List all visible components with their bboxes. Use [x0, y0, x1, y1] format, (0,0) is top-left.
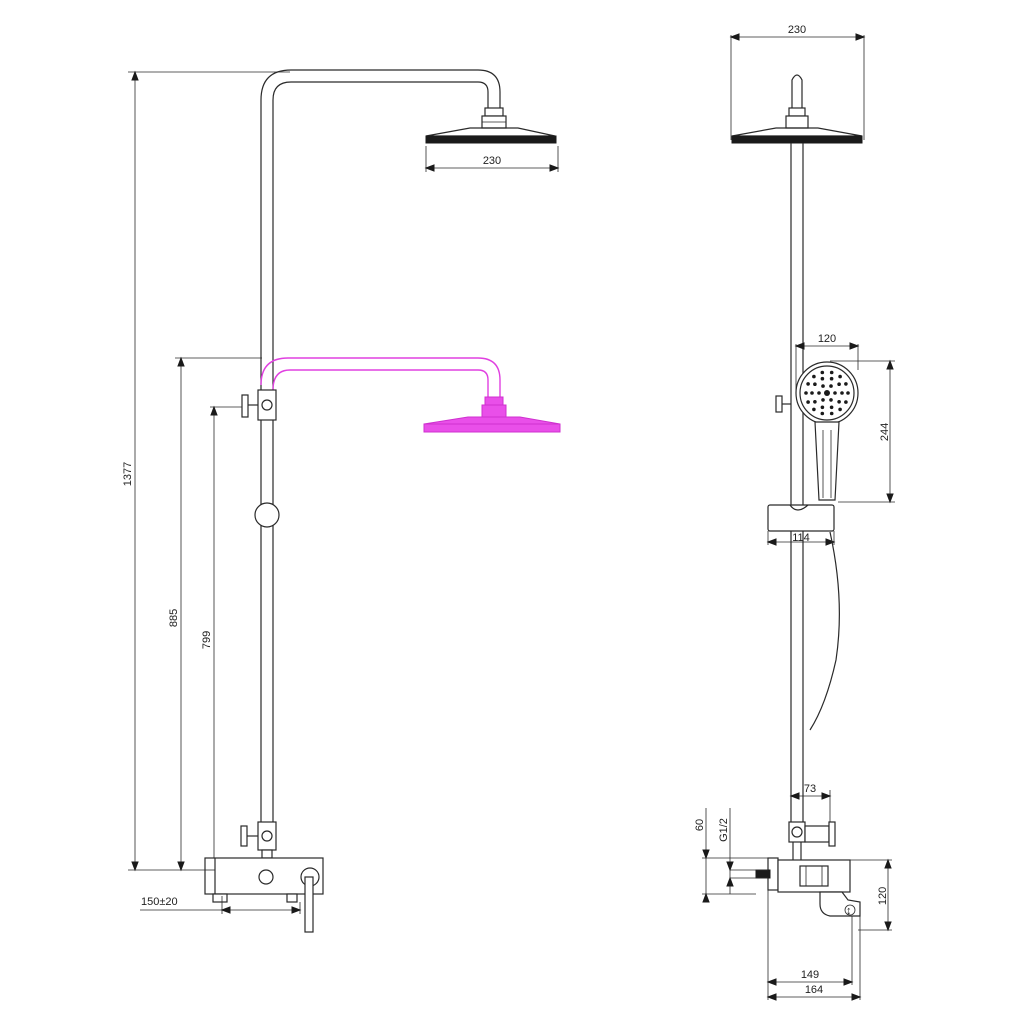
label-depth-outer: 164	[805, 984, 823, 996]
dim-slider-height: 885	[168, 356, 262, 872]
nozzle-dot	[844, 382, 848, 386]
nozzle-dot	[820, 370, 825, 375]
label-depth-inner: 149	[801, 969, 819, 981]
diverter-valve	[241, 389, 277, 421]
side-view: 1377 885 799	[122, 69, 561, 933]
nozzle-dot	[812, 374, 816, 379]
riser-pipe	[260, 69, 501, 830]
nozzle-dot	[829, 376, 834, 381]
label-inlet-height: 60	[694, 819, 706, 831]
dim-mixer-height: 120	[850, 858, 892, 932]
nozzle-dot	[813, 400, 817, 404]
nozzle-dot	[804, 391, 808, 395]
nozzle-dot	[829, 411, 834, 416]
label-head-width-top: 230	[483, 155, 501, 167]
dim-hand-shower-height: 244	[830, 359, 895, 504]
mixer-body	[204, 857, 324, 933]
dim-outlet-offset: 73	[789, 783, 832, 828]
label-mixer-height: 120	[877, 887, 889, 905]
nozzle-dot	[838, 374, 842, 379]
nozzle-dot	[838, 407, 842, 412]
label-outlet-offset: 73	[804, 783, 816, 795]
dim-inlet: 60 G1/2	[694, 808, 768, 903]
nozzle-dot	[840, 391, 844, 395]
label-slider-height: 885	[168, 609, 180, 627]
front-riser	[790, 143, 804, 828]
slider-holder: 114	[766, 504, 836, 546]
nozzle-dot	[821, 384, 825, 388]
nozzle-dot	[820, 376, 825, 381]
nozzle-dot	[846, 391, 850, 395]
nozzle-dot	[837, 382, 841, 387]
hand-shower-nozzles	[804, 370, 850, 416]
label-wall-offset: 150±20	[141, 896, 178, 908]
outlet-connector	[788, 821, 836, 860]
front-mixer: ↨	[755, 857, 861, 917]
front-view: 230	[694, 24, 895, 1001]
highlighted-arm	[260, 357, 561, 433]
dim-head-width: 230	[729, 24, 866, 140]
dim-wall-offset: 150±20	[140, 896, 302, 914]
nozzle-dot	[806, 382, 810, 386]
dim-total-height: 1377	[122, 70, 290, 872]
nozzle-dot	[817, 391, 821, 395]
front-diverter	[775, 395, 791, 413]
nozzle-dot	[820, 411, 825, 416]
nozzle-dot	[824, 390, 830, 396]
nozzle-dot	[813, 382, 817, 387]
nozzle-dot	[810, 391, 814, 395]
nozzle-dot	[821, 398, 825, 402]
nozzle-dot	[844, 400, 848, 404]
nozzle-dot	[829, 405, 834, 410]
nozzle-dot	[837, 400, 841, 404]
nozzle-dot	[812, 407, 816, 412]
dim-depth: 149 164	[766, 890, 862, 1001]
nozzle-dot	[829, 384, 833, 388]
nozzle-dot	[820, 405, 825, 410]
top-shower-head: 230	[424, 107, 560, 172]
hose	[809, 531, 840, 731]
label-hand-shower-height: 244	[879, 423, 891, 441]
front-top-head	[731, 74, 863, 144]
dim-diverter-height: 799	[201, 405, 245, 872]
label-head-width: 230	[788, 24, 806, 36]
dim-hand-shower-diameter: 120	[794, 333, 860, 390]
nozzle-dot	[829, 398, 833, 402]
label-thread: G1/2	[718, 818, 730, 842]
label-angle: ↨	[846, 905, 852, 917]
lower-valve	[240, 821, 277, 859]
label-holder-width: 114	[792, 532, 810, 544]
slider-ball	[254, 502, 280, 528]
label-hand-shower-diameter: 120	[818, 333, 836, 345]
nozzle-dot	[806, 400, 810, 404]
nozzle-dot	[833, 391, 837, 395]
label-diverter-height: 799	[201, 631, 213, 649]
label-total-height: 1377	[122, 462, 134, 486]
hand-shower	[795, 361, 859, 501]
nozzle-dot	[829, 370, 834, 375]
